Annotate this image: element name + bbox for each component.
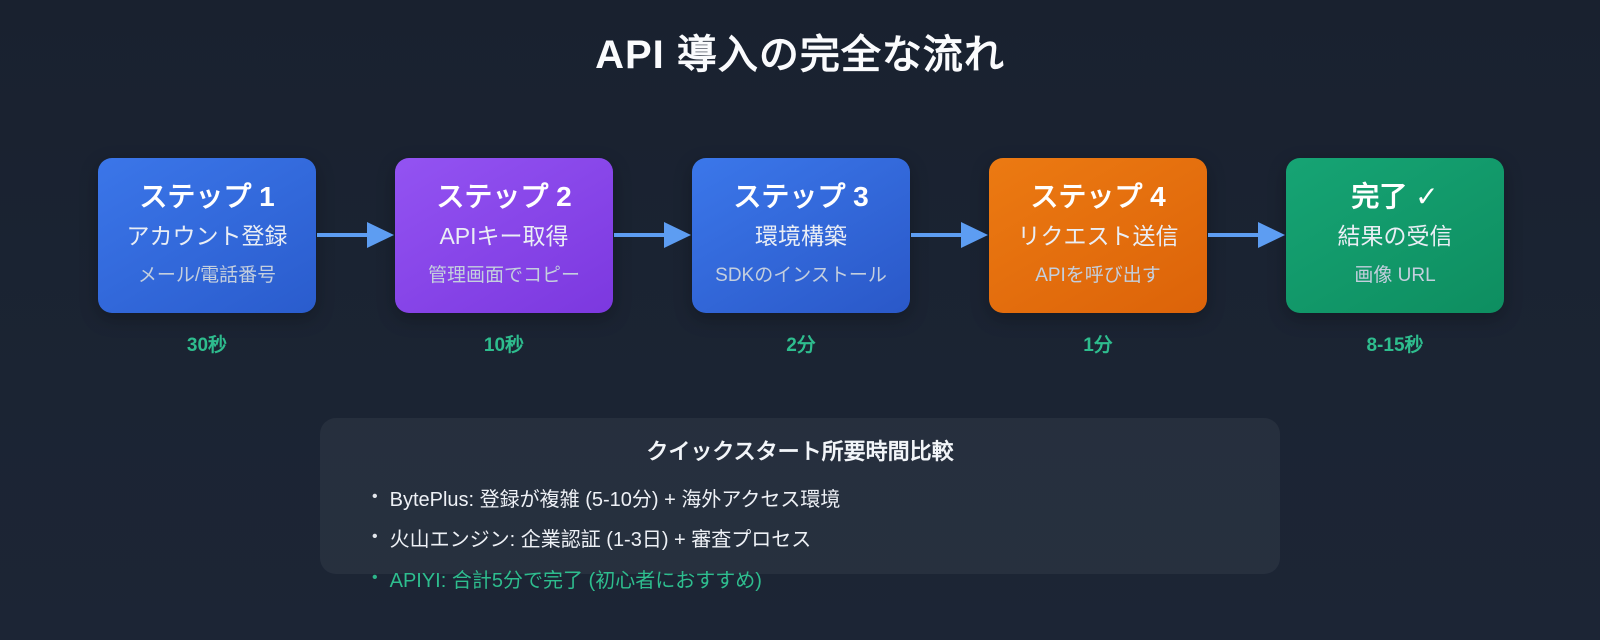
step-detail: 管理画面でコピー: [427, 265, 580, 286]
step-detail: メール/電話番号: [137, 265, 277, 286]
bullet-icon: •: [372, 528, 378, 545]
step-1-duration: 30秒: [186, 335, 228, 356]
step-subtitle: APIキー取得: [439, 223, 569, 249]
step-subtitle: アカウント登録: [126, 223, 288, 249]
comparison-item-byteplus: • BytePlus: 登録が複雑 (5-10分) + 海外アクセス環境: [372, 483, 840, 511]
bullet-icon: •: [372, 488, 378, 505]
flow-step-2: ステップ 2 APIキー取得 管理画面でコピー: [395, 158, 613, 313]
comparison-title: クイックスタート所要時間比較: [646, 439, 954, 464]
flow-step-complete: 完了 ✓ 結果の受信 画像 URL: [1286, 158, 1504, 313]
bullet-icon: •: [372, 569, 378, 586]
step-title: 完了 ✓: [1351, 181, 1439, 212]
step-2-duration: 10秒: [483, 335, 525, 356]
step-3-duration: 2分: [786, 335, 816, 356]
step-4-duration: 1分: [1083, 335, 1113, 356]
step-title: ステップ 4: [1030, 181, 1166, 212]
comparison-item-apiyi: • APIYI: 合計5分で完了 (初心者におすすめ): [372, 564, 762, 592]
flow-step-1: ステップ 1 アカウント登録 メール/電話番号: [98, 158, 316, 313]
comparison-item-text: BytePlus: 登録が複雑 (5-10分) + 海外アクセス環境: [389, 488, 841, 511]
comparison-item-text: 火山エンジン: 企業認証 (1-3日) + 審査プロセス: [389, 528, 812, 551]
page-title: API 導入の完全な流れ: [595, 33, 1005, 77]
step-subtitle: リクエスト送信: [1017, 223, 1179, 249]
arrow-right-icon: [911, 222, 988, 248]
step-complete-duration: 8-15秒: [1366, 335, 1424, 356]
arrow-right-icon: [614, 222, 691, 248]
flow-step-3: ステップ 3 環境構築 SDKのインストール: [692, 158, 910, 313]
step-detail: SDKのインストール: [715, 265, 887, 286]
arrow-right-icon: [1208, 222, 1285, 248]
step-subtitle: 環境構築: [755, 223, 847, 249]
comparison-item-text: APIYI: 合計5分で完了 (初心者におすすめ): [389, 569, 762, 592]
step-title: ステップ 3: [733, 181, 869, 212]
step-title: ステップ 1: [139, 181, 275, 212]
comparison-panel: クイックスタート所要時間比較 • BytePlus: 登録が複雑 (5-10分)…: [320, 418, 1280, 592]
flow-step-4: ステップ 4 リクエスト送信 APIを呼び出す: [989, 158, 1207, 313]
step-title: ステップ 2: [436, 181, 572, 212]
step-detail: 画像 URL: [1354, 265, 1436, 286]
step-subtitle: 結果の受信: [1337, 223, 1453, 249]
step-detail: APIを呼び出す: [1035, 265, 1161, 286]
comparison-item-volcengine: • 火山エンジン: 企業認証 (1-3日) + 審査プロセス: [372, 523, 811, 551]
arrow-right-icon: [317, 222, 394, 248]
